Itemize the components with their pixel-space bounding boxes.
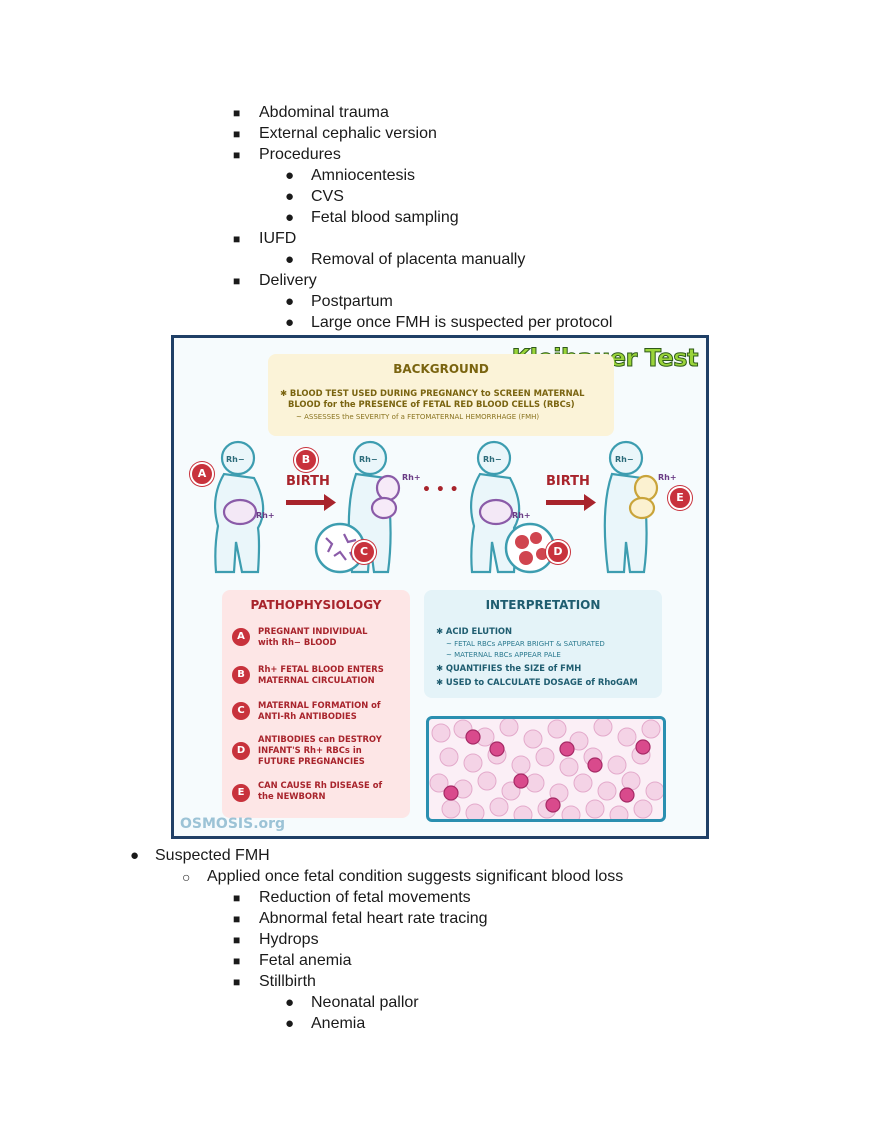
list-item: Reduction of fetal movements xyxy=(259,889,471,906)
square-bullet-icon: ■ xyxy=(233,933,241,947)
list-item: Abdominal trauma xyxy=(259,104,389,121)
list-item: Delivery xyxy=(259,272,317,289)
kleihauer-infographic: Kleihauer Test BACKGROUND ✱ BLOOD TEST U… xyxy=(171,335,709,839)
circle-bullet-icon: ○ xyxy=(182,869,191,885)
square-bullet-icon: ■ xyxy=(233,148,241,162)
rh-label: Rh+ xyxy=(402,473,421,482)
dot-bullet-icon: ● xyxy=(285,314,295,331)
pathophysiology-heading: PATHOPHYSIOLOGY xyxy=(250,598,382,612)
patho-item: Rh+ FETAL BLOOD ENTERS xyxy=(258,664,384,674)
square-bullet-icon: ■ xyxy=(233,975,241,989)
step-badge-d: D xyxy=(546,540,570,564)
square-bullet-icon: ■ xyxy=(233,232,241,246)
square-bullet-icon: ■ xyxy=(233,912,241,926)
list-item: External cephalic version xyxy=(259,125,437,142)
rh-label: Rh− xyxy=(359,455,378,464)
background-line: ✱ BLOOD TEST USED DURING PREGNANCY to SC… xyxy=(280,388,585,398)
dot-bullet-icon: ● xyxy=(285,209,295,226)
patho-item: the NEWBORN xyxy=(258,791,326,801)
rh-label: Rh− xyxy=(483,455,502,464)
dot-bullet-icon: ● xyxy=(285,251,295,268)
list-item: Large once FMH is suspected per protocol xyxy=(311,314,613,331)
background-heading: BACKGROUND xyxy=(393,362,489,376)
dot-bullet-icon: ● xyxy=(285,167,295,184)
interpretation-line: ✱ USED to CALCULATE DOSAGE of RhoGAM xyxy=(436,677,638,687)
step-badge-e: E xyxy=(232,784,250,802)
interpretation-line: ~ MATERNAL RBCs APPEAR PALE xyxy=(446,651,561,659)
pregnancy-illustration xyxy=(213,440,659,574)
rh-label: Rh− xyxy=(226,455,245,464)
pathophysiology-box: PATHOPHYSIOLOGY A PREGNANT INDIVIDUAL wi… xyxy=(222,590,410,818)
interpretation-line: ~ FETAL RBCs APPEAR BRIGHT & SATURATED xyxy=(446,640,605,648)
square-bullet-icon: ■ xyxy=(233,106,241,120)
dot-bullet-icon: ● xyxy=(130,847,140,864)
rbc-circle-icon xyxy=(504,522,556,574)
arrow-right-icon xyxy=(546,494,596,511)
step-badge-b: B xyxy=(294,448,318,472)
background-line: BLOOD for the PRESENCE of FETAL RED BLOO… xyxy=(288,399,575,409)
arrow-right-icon xyxy=(286,494,336,511)
birth-label: BIRTH xyxy=(546,474,590,489)
background-line: ~ ASSESSES the SEVERITY of a FETOMATERNA… xyxy=(296,413,540,421)
list-item: Fetal blood sampling xyxy=(311,209,459,226)
dot-bullet-icon: ● xyxy=(285,994,295,1011)
mother-with-baby-icon xyxy=(603,440,659,574)
step-badge-e: E xyxy=(668,486,692,510)
list-item: Amniocentesis xyxy=(311,167,416,184)
list-item: Suspected FMH xyxy=(155,847,270,864)
list-item: Stillbirth xyxy=(259,973,316,990)
square-bullet-icon: ■ xyxy=(233,274,241,288)
step-badge-d: D xyxy=(232,742,250,760)
interpretation-line: ✱ ACID ELUTION xyxy=(436,626,513,636)
pregnant-figure-icon xyxy=(213,440,265,574)
rh-label: Rh− xyxy=(615,455,634,464)
interpretation-box: INTERPRETATION ✱ ACID ELUTION ~ FETAL RB… xyxy=(424,590,662,698)
background-box: BACKGROUND ✱ BLOOD TEST USED DURING PREG… xyxy=(268,354,614,436)
list-item: Neonatal pallor xyxy=(311,994,419,1011)
blood-smear-cells xyxy=(429,719,663,819)
step-badge-c: C xyxy=(232,702,250,720)
dot-bullet-icon: ● xyxy=(285,293,295,310)
patho-item: FUTURE PREGNANCIES xyxy=(258,756,365,766)
list-item: Abnormal fetal heart rate tracing xyxy=(259,910,488,927)
list-item: Procedures xyxy=(259,146,341,163)
birth-label: BIRTH xyxy=(286,474,330,489)
list-item: IUFD xyxy=(259,230,297,247)
patho-item: MATERNAL CIRCULATION xyxy=(258,675,375,685)
list-item: Applied once fetal condition suggests si… xyxy=(207,868,624,885)
list-item: Postpartum xyxy=(311,293,393,310)
square-bullet-icon: ■ xyxy=(233,127,241,141)
osmosis-logo: OSMOSIS.org xyxy=(180,816,286,832)
square-bullet-icon: ■ xyxy=(233,954,241,968)
step-badge-c: C xyxy=(352,540,376,564)
step-badge-b: B xyxy=(232,666,250,684)
rh-label: Rh+ xyxy=(658,473,677,482)
list-item: Fetal anemia xyxy=(259,952,352,969)
interpretation-heading: INTERPRETATION xyxy=(485,598,601,612)
dot-bullet-icon: ● xyxy=(285,1015,295,1032)
blood-smear-image xyxy=(426,716,666,822)
list-item: Removal of placenta manually xyxy=(311,251,526,268)
continuation-dots: • • • xyxy=(422,482,459,498)
patho-item: MATERNAL FORMATION of xyxy=(258,700,381,710)
rh-label: Rh+ xyxy=(256,511,275,520)
step-badge-a: A xyxy=(232,628,250,646)
patho-item: PREGNANT INDIVIDUAL xyxy=(258,626,368,636)
step-badge-a: A xyxy=(190,462,214,486)
rh-label: Rh+ xyxy=(512,511,531,520)
patho-item: ANTIBODIES can DESTROY xyxy=(258,734,382,744)
square-bullet-icon: ■ xyxy=(233,891,241,905)
list-item: Hydrops xyxy=(259,931,319,948)
patho-item: with Rh− BLOOD xyxy=(258,637,337,647)
list-item: CVS xyxy=(311,188,344,205)
antibody-circle-icon xyxy=(314,522,366,574)
interpretation-line: ✱ QUANTIFIES the SIZE of FMH xyxy=(436,663,582,673)
patho-item: ANTI-Rh ANTIBODIES xyxy=(258,711,357,721)
list-item: Anemia xyxy=(311,1015,366,1032)
patho-item: CAN CAUSE Rh DISEASE of xyxy=(258,780,383,790)
dot-bullet-icon: ● xyxy=(285,188,295,205)
patho-item: INFANT'S Rh+ RBCs in xyxy=(258,745,362,755)
